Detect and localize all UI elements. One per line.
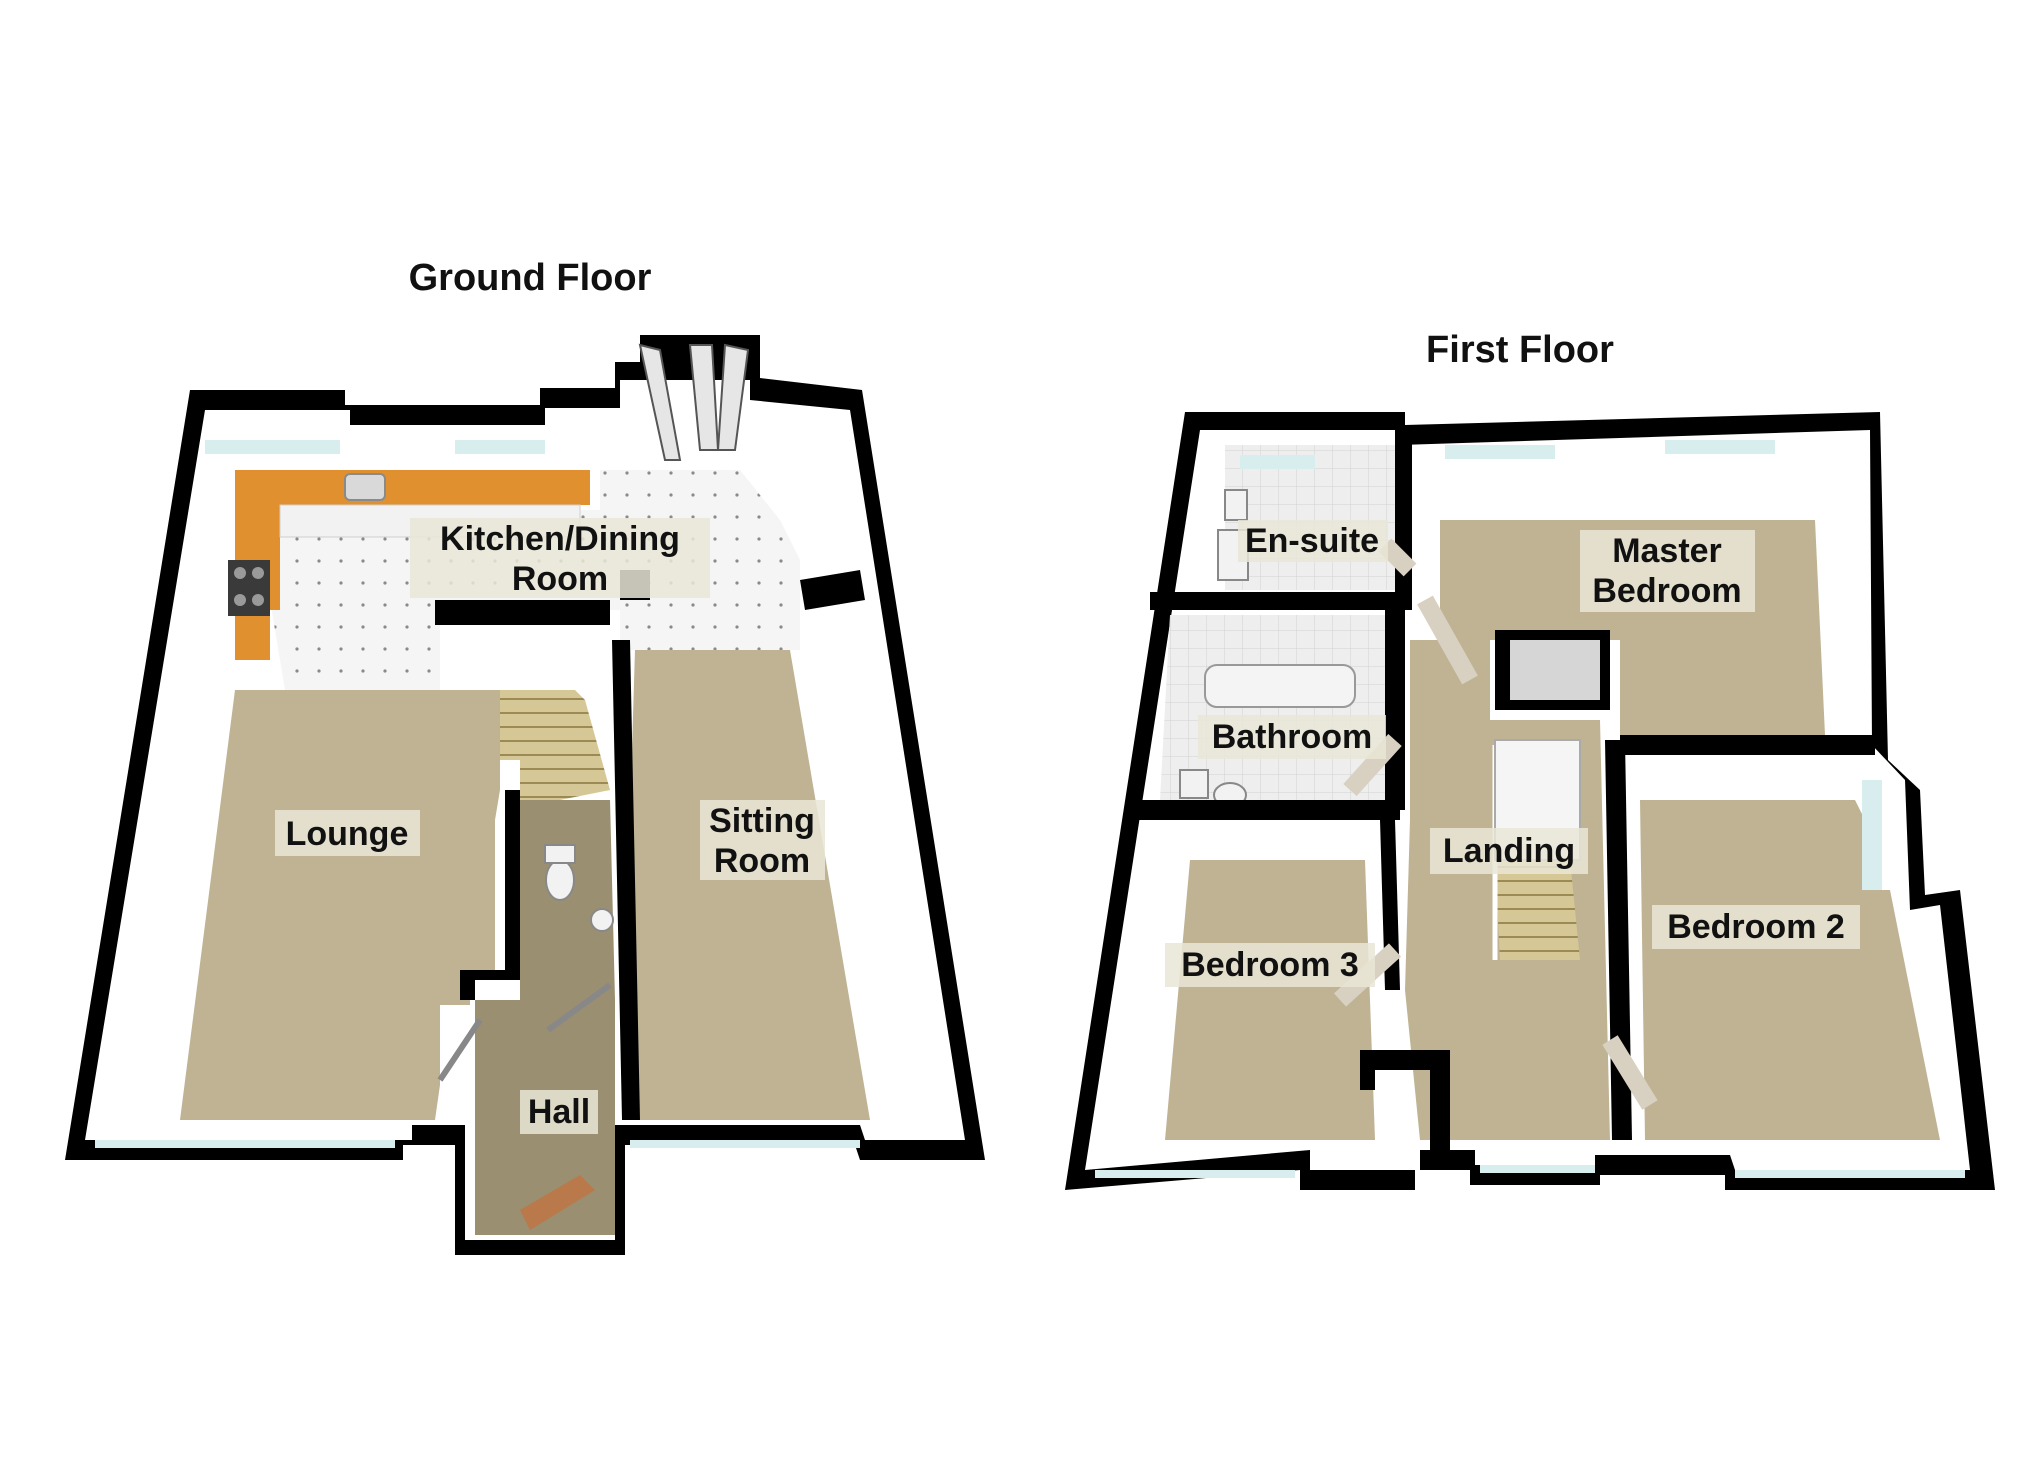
hall-door bbox=[520, 1175, 595, 1230]
hall-inner-door bbox=[546, 982, 612, 1033]
ensuite-window bbox=[1240, 455, 1315, 469]
ground-stairs bbox=[500, 690, 610, 800]
bedroom2-label: Bedroom 2 bbox=[1667, 908, 1845, 946]
lounge-floor bbox=[180, 690, 500, 1120]
french-doors bbox=[638, 343, 750, 461]
bathroom-door bbox=[1343, 733, 1402, 797]
kitchen-worktop bbox=[235, 470, 590, 660]
ensuite-door bbox=[1378, 538, 1417, 577]
sitting-window bbox=[630, 1140, 860, 1148]
bath-icon bbox=[1204, 664, 1356, 708]
kitchen-window-right bbox=[455, 440, 545, 454]
lounge-door bbox=[437, 1018, 483, 1082]
first-stairs bbox=[1495, 860, 1580, 960]
ensuite-label: En-suite bbox=[1245, 522, 1379, 560]
landing-window bbox=[1480, 1165, 1595, 1173]
bedroom2-side-window bbox=[1862, 780, 1882, 890]
first-floor-plan: First Floor En-suite Master Bedroom Bath… bbox=[1065, 329, 1995, 1190]
master-window-right bbox=[1665, 440, 1775, 454]
master-door bbox=[1417, 595, 1478, 685]
bedroom2-window bbox=[1735, 1170, 1965, 1178]
toilet-icon bbox=[545, 859, 575, 901]
master-bedroom-label-line1: Master bbox=[1612, 532, 1722, 570]
hob-icon bbox=[228, 560, 270, 616]
sitting-room-label-line1: Sitting bbox=[709, 802, 815, 840]
sitting-room-side-wall bbox=[800, 570, 865, 610]
airing-cupboard bbox=[1360, 1050, 1450, 1150]
hall-lounge-wall bbox=[460, 790, 520, 1000]
lounge-window bbox=[95, 1140, 395, 1148]
bathroom-label: Bathroom bbox=[1212, 718, 1373, 756]
bathroom-landing-wall bbox=[1385, 610, 1405, 810]
bathroom-toilet-icon bbox=[1179, 769, 1209, 799]
ground-floor-title: Ground Floor bbox=[409, 257, 652, 299]
master-window-left bbox=[1445, 445, 1555, 459]
first-floor-title: First Floor bbox=[1426, 329, 1614, 371]
toilet-cistern bbox=[544, 844, 576, 864]
basin-icon bbox=[590, 908, 614, 932]
ensuite-side-wall bbox=[1395, 425, 1412, 610]
wc-floor bbox=[520, 800, 615, 1000]
landing-label: Landing bbox=[1443, 832, 1575, 870]
bedroom3-window bbox=[1095, 1170, 1295, 1178]
sink-icon bbox=[344, 473, 386, 501]
master-bedroom2-wall bbox=[1620, 735, 1875, 755]
kitchen-window-left bbox=[205, 440, 340, 454]
bedroom2-door bbox=[1602, 1035, 1658, 1110]
lounge-kitchen-partition bbox=[435, 600, 610, 625]
master-bedroom-label-line2: Bedroom bbox=[1592, 572, 1741, 610]
kitchen-label-line2: Room bbox=[512, 560, 608, 598]
bedroom3-label: Bedroom 3 bbox=[1181, 946, 1359, 984]
hall-sitting-wall bbox=[612, 640, 640, 1120]
bedroom3-floor bbox=[1165, 860, 1375, 1140]
ensuite-bath-wall bbox=[1150, 592, 1405, 610]
ensuite-toilet-icon bbox=[1224, 489, 1248, 521]
hall-label: Hall bbox=[528, 1093, 590, 1131]
bathroom-bedroom3-wall bbox=[1130, 800, 1400, 820]
ground-floor-plan: Ground Floor Kitchen/Dining Room Lounge … bbox=[65, 257, 985, 1255]
sitting-room-label-line2: Room bbox=[714, 842, 810, 880]
wardrobe-inner bbox=[1510, 640, 1600, 700]
kitchen-label-line1: Kitchen/Dining bbox=[440, 520, 680, 558]
sitting-room-floor bbox=[625, 650, 870, 1120]
lounge-label: Lounge bbox=[286, 815, 409, 853]
